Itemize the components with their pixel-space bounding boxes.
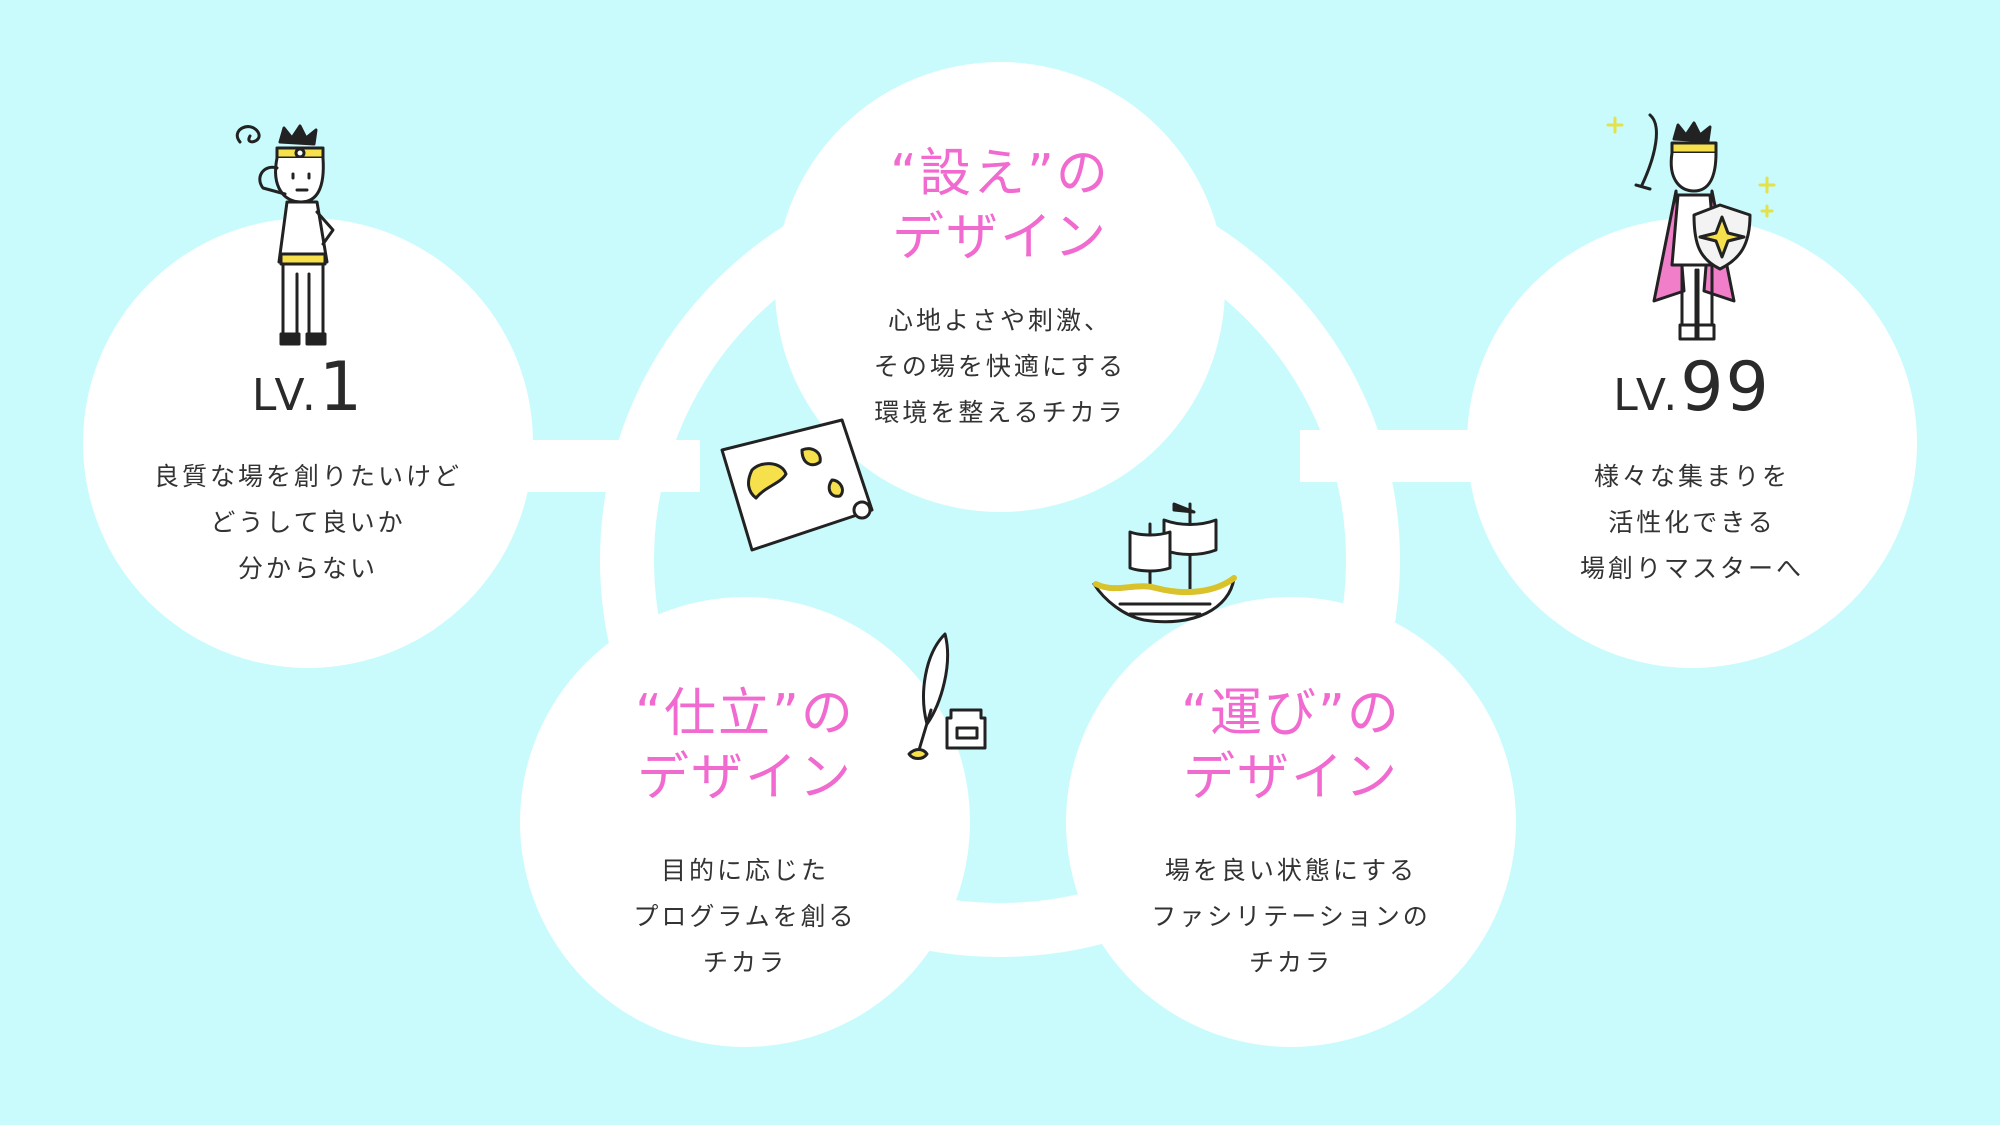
hakobi-description: 場を良い状態にする ファシリテーションの チカラ xyxy=(1151,856,1431,977)
setsugae-circle: “設え”の デザイン 心地よさや刺激、 その場を快適にする 環境を整えるチカラ xyxy=(775,62,1225,512)
lv99-circle: LV.99 様々な集まりを 活性化できる 場創りマスターへ xyxy=(1467,218,1917,668)
hakobi-circle: “運び”の デザイン 場を良い状態にする ファシリテーションの チカラ xyxy=(1066,597,1516,1047)
master-hero-icon xyxy=(1606,113,1776,341)
lv99-label: LV.99 xyxy=(1613,348,1771,427)
beginner-hero-icon xyxy=(235,124,335,346)
shitate-description: 目的に応じた プログラムを創る チカラ xyxy=(633,856,857,977)
hakobi-title-line1: “運び”の xyxy=(1181,684,1401,744)
setsugae-title-line1: “設え”の xyxy=(890,144,1110,204)
hakobi-title-line2: デザイン xyxy=(1182,748,1399,808)
setsugae-title-line2: デザイン xyxy=(891,208,1108,268)
lv1-label: LV.1 xyxy=(251,348,365,427)
setsugae-description: 心地よさや刺激、 その場を快適にする 環境を整えるチカラ xyxy=(873,306,1127,427)
treasure-map-icon xyxy=(720,418,874,552)
shitate-title-line1: “仕立”の xyxy=(635,684,855,744)
lv99-description: 様々な集まりを 活性化できる 場創りマスターへ xyxy=(1579,462,1804,583)
shitate-circle: “仕立”の デザイン 目的に応じた プログラムを創る チカラ xyxy=(520,597,970,1047)
shitate-title-line2: デザイン xyxy=(636,748,853,808)
quill-ink-icon xyxy=(907,632,987,760)
sailing-ship-icon xyxy=(1092,502,1237,624)
lv1-description: 良質な場を創りたいけど どうして良いか 分からない xyxy=(153,462,462,583)
